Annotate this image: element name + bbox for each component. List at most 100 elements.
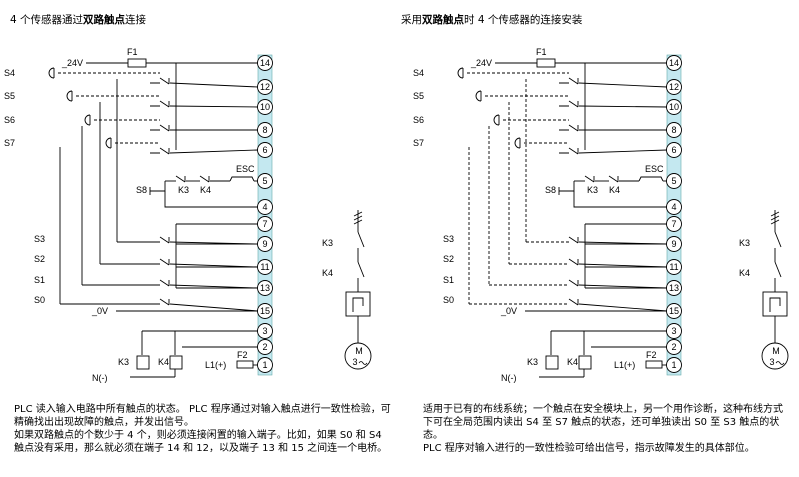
wire <box>578 263 668 268</box>
fuse-f2 <box>236 360 254 369</box>
ac-symbol <box>775 361 785 365</box>
description-right-p1: 适用于已有的布线系统；一个触点在安全模块上，另一个用作诊断，这种布线方式下可在全… <box>423 404 783 441</box>
sensor-label-S7: S7 <box>4 138 15 148</box>
sensor-label-S5: S5 <box>4 91 15 101</box>
nc-contact <box>568 298 579 306</box>
fuse-f2-label: F2 <box>646 350 657 360</box>
description-left-p2: 如果双路触点的个数少于 4 个，则必须连接闲置的输入端子。比如，如果 S0 和 … <box>14 430 388 454</box>
terminal-label-10: 10 <box>260 102 270 112</box>
terminal-label-9: 9 <box>262 239 267 249</box>
wire <box>559 181 575 192</box>
nc-contact <box>568 124 579 132</box>
description-right: 适用于已有的布线系统；一个触点在安全模块上，另一个用作诊断，这种布线方式下可在全… <box>423 403 791 455</box>
sensor-head-icon <box>84 114 91 126</box>
sensor-head-icon <box>105 137 112 149</box>
contact-k3-label: K3 <box>587 185 598 195</box>
phase-tick <box>353 211 363 217</box>
terminal-label-15: 15 <box>260 306 270 316</box>
sensor-label-S3: S3 <box>34 234 45 244</box>
nc-contact <box>568 279 579 287</box>
wire <box>578 105 668 108</box>
sensor-head-icon <box>475 90 482 102</box>
sensor-label-S1: S1 <box>443 275 454 285</box>
terminal-label-3: 3 <box>262 326 267 336</box>
terminal-label-1: 1 <box>262 360 267 370</box>
terminal-label-2: 2 <box>671 342 676 352</box>
motor-m-label: M <box>772 346 780 356</box>
terminal-label-7: 7 <box>262 219 267 229</box>
terminal-label-14: 14 <box>260 58 270 68</box>
esc-contact <box>229 176 255 182</box>
coil-k3 <box>545 355 559 370</box>
phase-tick <box>770 215 780 221</box>
contact-k4-label: K4 <box>200 185 211 195</box>
terminal-label-3: 3 <box>671 326 676 336</box>
overload-relay <box>345 291 371 317</box>
esc-contact <box>638 176 664 182</box>
sensor-head-icon <box>514 137 521 149</box>
motor-m-label: M <box>355 346 363 356</box>
coil-k3-label: K3 <box>527 357 538 367</box>
motor-k4-label: K4 <box>322 268 333 278</box>
sensor-label-S8: S8 <box>545 185 556 195</box>
description-right-p2: PLC 程序对输入进行的一致性检验可给出信号，指示故障发生的具体部位。 <box>423 443 755 454</box>
terminal-label-10: 10 <box>669 102 679 112</box>
sensor-label-S3: S3 <box>443 234 454 244</box>
terminal-label-14: 14 <box>669 58 679 68</box>
terminal-label-6: 6 <box>671 145 676 155</box>
coil-k4-label: K4 <box>567 357 578 367</box>
nc-contact <box>568 258 579 266</box>
terminal-label-5: 5 <box>262 176 267 186</box>
terminal-label-13: 13 <box>260 283 270 293</box>
nc-contact <box>159 298 170 306</box>
no-contact-k3 <box>774 231 782 248</box>
sensor-label-S5: S5 <box>413 91 424 101</box>
supply-l1-label: L1(+) <box>614 360 635 370</box>
wire <box>169 303 259 312</box>
wire <box>169 105 259 108</box>
motor-3-label: 3 <box>769 357 774 367</box>
wire <box>578 303 668 312</box>
fuse-f1-label: F1 <box>536 47 547 57</box>
coil-k4 <box>169 355 183 370</box>
wire <box>578 149 668 154</box>
terminal-label-4: 4 <box>671 202 676 212</box>
ac-symbol <box>358 361 368 365</box>
overload-element <box>769 297 781 312</box>
supply-0v-label: _0V <box>500 306 517 316</box>
sensor-label-S8: S8 <box>136 185 147 195</box>
wire <box>573 191 667 208</box>
nc-contact <box>608 175 619 183</box>
coil-k4-label: K4 <box>158 357 169 367</box>
terminal-label-8: 8 <box>262 125 267 135</box>
supply-24v-label: _24V <box>470 58 492 68</box>
fuse-f2-label: F2 <box>237 350 248 360</box>
terminal-label-12: 12 <box>669 82 679 92</box>
sensor-label-S7: S7 <box>413 138 424 148</box>
phase-tick <box>770 219 780 225</box>
nc-contact <box>159 124 170 132</box>
sensor-head-icon <box>48 67 55 79</box>
sensor-head-icon <box>457 67 464 79</box>
sensor-label-S2: S2 <box>443 254 454 264</box>
nc-contact <box>584 175 595 183</box>
terminal-label-1: 1 <box>671 360 676 370</box>
wire <box>169 284 259 289</box>
coil-k3 <box>136 355 150 370</box>
diagram-title-right: 采用双路触点时 4 个传感器的连接安装 <box>401 14 583 26</box>
contact-k3-label: K3 <box>178 185 189 195</box>
sensor-label-S4: S4 <box>413 68 424 78</box>
sensor-label-S6: S6 <box>413 115 424 125</box>
esc-label: ESC <box>645 164 664 174</box>
fuse-f1-label: F1 <box>127 47 138 57</box>
nc-contact <box>159 100 170 108</box>
supply-0v-label: _0V <box>91 306 108 316</box>
nc-contact <box>175 175 186 183</box>
nc-contact <box>199 175 210 183</box>
wire <box>169 82 259 88</box>
no-contact-k3 <box>357 231 365 248</box>
terminal-label-11: 11 <box>260 262 269 272</box>
supply-24v-label: _24V <box>61 58 83 68</box>
sensor-label-S0: S0 <box>34 295 45 305</box>
